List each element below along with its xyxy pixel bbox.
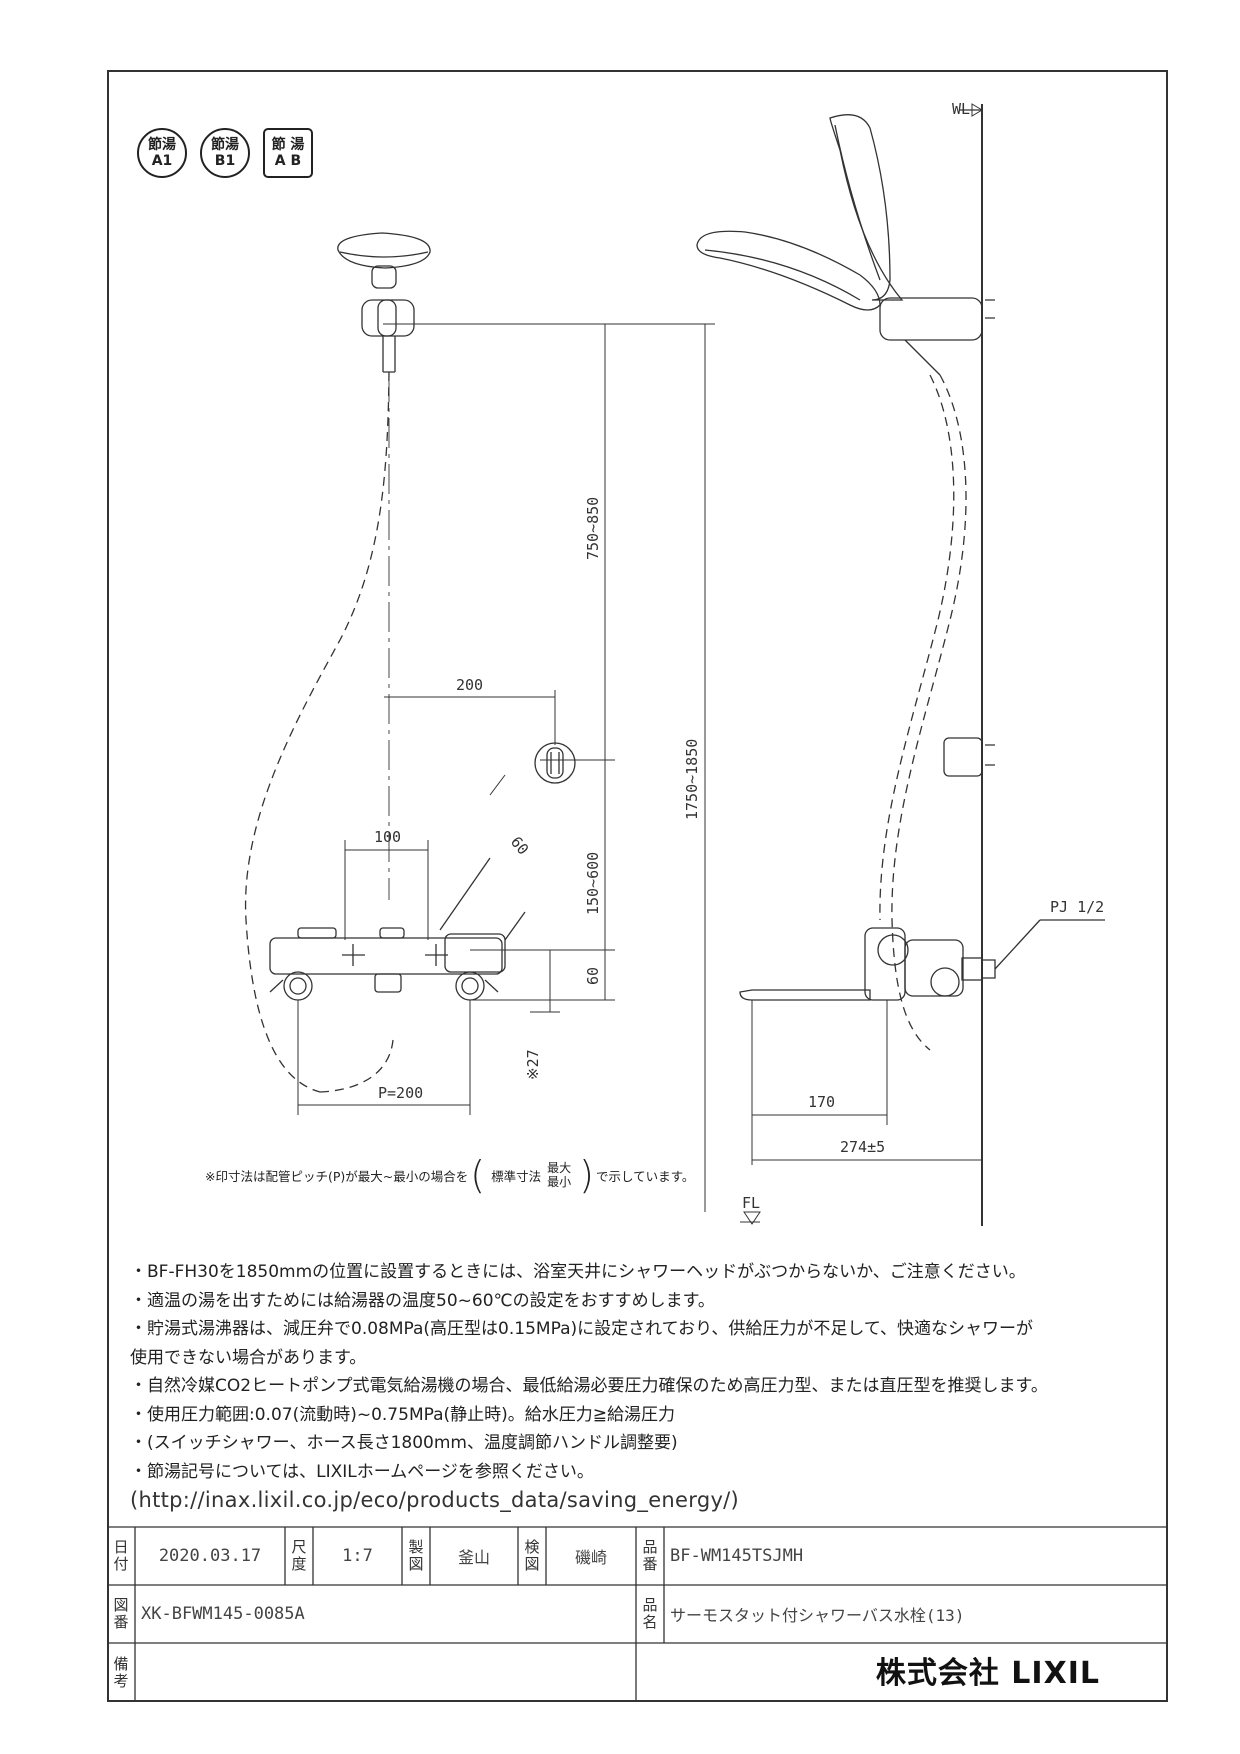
dim-60-angle: 60 [507, 833, 532, 858]
note-line: ・BF-FH30を1850mmの位置に設置するときには、浴室天井にシャワーヘッド… [130, 1262, 1026, 1282]
faucet-front [269, 857, 526, 1001]
installation-notes: ・BF-FH30を1850mmの位置に設置するときには、浴室天井にシャワーヘッド… [130, 1258, 1140, 1515]
date-value: 2020.03.17 [158, 1546, 262, 1566]
dim-100: 100 [374, 828, 401, 846]
product-no-value: BF-WM145TSJMH [670, 1546, 804, 1566]
title-block: 日付 2020.03.17 尺度 1:7 製図 釜山 検図 磯崎 品番 BF-W… [107, 1527, 1168, 1702]
badge-a1: 節湯 A1 [137, 128, 187, 178]
fl-label: FL [742, 1194, 760, 1212]
product-name-label: 品名 [642, 1596, 658, 1631]
date-label: 日付 [113, 1538, 129, 1573]
drafter-value: 釜山 [457, 1548, 490, 1567]
wl-label: WL [952, 100, 970, 118]
note-line: ・使用圧力範囲:0.07(流動時)~0.75MPa(静止時)。給水圧力≧給湯圧力 [130, 1404, 676, 1425]
dim-274: 274±5 [840, 1138, 885, 1156]
title-block-grid [107, 1526, 1168, 1702]
checker-label: 検図 [524, 1538, 540, 1573]
scale-label: 尺度 [291, 1538, 307, 1573]
dim-60: 60 [584, 967, 602, 985]
badge-b1: 節湯 B1 [200, 128, 250, 178]
drafter-label: 製図 [408, 1538, 424, 1573]
dimension-footnote: ※印寸法は配管ピッチ(P)が最大~最小の場合を ( 標準寸法 最大 最小 ) で… [205, 1153, 695, 1197]
hose-side-dashed [891, 374, 967, 1051]
drawing-no-label: 図番 [113, 1596, 129, 1631]
note-line: ・(スイッチシャワー、ホース長さ1800mm、温度調節ハンドル調整要) [130, 1433, 678, 1453]
saving-energy-url: (http://inax.lixil.co.jp/eco/products_da… [130, 1488, 740, 1512]
note-line: ・貯湯式湯沸器は、減圧弁で0.08MPa(高圧型は0.15MPa)に設定されてお… [130, 1319, 1034, 1339]
note-line: 使用できない場合があります。 [130, 1347, 367, 1368]
drawing-sheet-border [107, 70, 1168, 1702]
faucet-side [739, 919, 1105, 1001]
dim-150-600: 150~600 [584, 852, 602, 915]
dim-750-850: 750~850 [584, 497, 602, 560]
shower-head-front [337, 232, 431, 373]
product-name-value: サーモスタット付シャワーバス水栓(13) [670, 1606, 965, 1625]
dim-1750-1850: 1750~1850 [683, 739, 701, 820]
remarks-label: 備考 [113, 1654, 129, 1690]
badge-ab: 節 湯 A B [263, 128, 313, 178]
checker-value: 磯崎 [574, 1548, 607, 1567]
dim-pitch: P=200 [378, 1084, 423, 1102]
pj-label: PJ 1/2 [1050, 898, 1104, 916]
note-line: ・適温の湯を出すためには給湯器の温度50~60℃の設定をおすすめします。 [130, 1290, 715, 1311]
hose-front-dashed [244, 371, 390, 1093]
product-no-label: 品番 [642, 1538, 658, 1573]
dim-170: 170 [808, 1093, 835, 1111]
scale-value: 1:7 [342, 1546, 373, 1566]
note-line: ・節湯記号については、LIXILホームページを参照ください。 [130, 1461, 594, 1482]
drawing-no-value: XK-BFWM145-0085A [141, 1604, 305, 1624]
company-logo: 株式会社 LIXIL [875, 1656, 1100, 1691]
shower-head-side [696, 114, 995, 376]
dim-200: 200 [456, 676, 483, 694]
note-line: ・自然冷媒CO2ヒートポンプ式電気給湯機の場合、最低給湯必要圧力確保のため高圧力… [130, 1376, 1048, 1396]
dim-27: ※27 [524, 1049, 542, 1080]
